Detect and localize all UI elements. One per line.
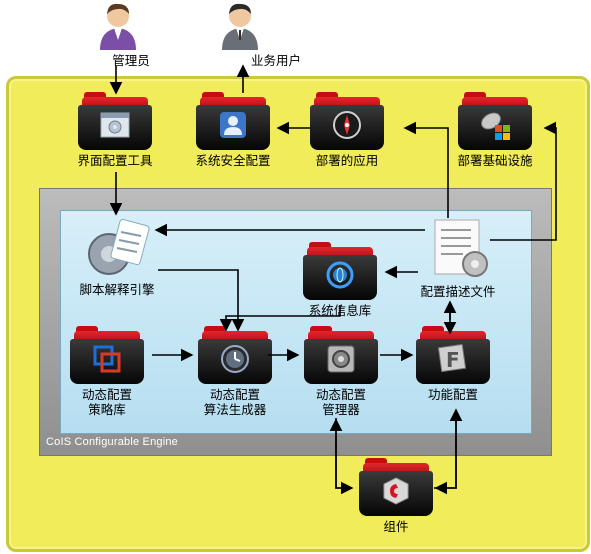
feature-config-label: 功能配置 <box>427 387 478 402</box>
document-gear-icon <box>434 219 488 277</box>
engine-label: CoIS Configurable Engine <box>46 436 178 448</box>
deploy-infra-node: 部署基础设施 <box>450 92 540 168</box>
admin-person-icon <box>98 0 138 50</box>
dynamic-manager-label-1: 动态配置 <box>315 387 366 402</box>
font-f-icon: F <box>437 343 467 373</box>
arrow-info-db-to-algorithm <box>219 305 341 332</box>
settings-panel-icon <box>327 345 355 373</box>
gear-document-icon <box>88 218 150 275</box>
folder-icon <box>310 92 384 150</box>
security-config-label: 系统安全配置 <box>195 153 271 168</box>
folder-icon: F <box>416 326 490 384</box>
component-node: 组件 <box>351 458 441 534</box>
arrow-manager-to-component <box>335 418 354 495</box>
business-user-actor: 业务用户 <box>236 50 316 69</box>
dynamic-manager-label-2: 管理器 <box>322 402 360 417</box>
dynamic-strategy-db-label-2: 策略库 <box>88 402 126 417</box>
red-cube-icon <box>383 477 409 505</box>
system-info-db-node: 系统信息库 <box>295 242 385 318</box>
admin-label: 管理员 <box>112 53 150 68</box>
svg-text:F: F <box>446 348 460 372</box>
script-engine-node: 脚本解释引擎 <box>72 218 162 297</box>
compass-icon <box>333 111 361 139</box>
user-lock-icon <box>220 112 246 138</box>
feature-config-node: F 功能配置 <box>408 326 498 402</box>
deployed-app-label: 部署的应用 <box>315 153 379 168</box>
folder-icon <box>458 92 532 150</box>
config-desc-file-label: 配置描述文件 <box>420 284 496 299</box>
admin-actor: 管理员 <box>96 50 166 69</box>
vmware-icon <box>93 345 121 373</box>
dynamic-strategy-db-node: 动态配置 策略库 <box>62 326 152 417</box>
business-user-label: 业务用户 <box>250 53 301 68</box>
component-label: 组件 <box>383 519 409 534</box>
deployed-app-node: 部署的应用 <box>302 92 392 168</box>
folder-icon <box>304 326 378 384</box>
ui-config-tool-node: 界面配置工具 <box>70 92 160 168</box>
folder-icon <box>78 92 152 150</box>
arrow-config-file-to-infra <box>490 121 557 241</box>
dynamic-strategy-db-label-1: 动态配置 <box>81 387 132 402</box>
folder-icon <box>70 326 144 384</box>
security-config-node: 系统安全配置 <box>188 92 278 168</box>
arrow-feature-to-component <box>434 420 457 495</box>
arrow-config-file-to-app <box>403 121 449 218</box>
dynamic-algorithm-gen-label-2: 算法生成器 <box>203 402 267 417</box>
ui-config-tool-label: 界面配置工具 <box>77 153 153 168</box>
business-user-person-icon <box>220 0 260 50</box>
arrow-script-to-algorithm <box>158 269 245 332</box>
config-desc-file-node: 配置描述文件 <box>408 218 508 299</box>
arrow-component-to-manager <box>329 418 352 489</box>
folder-icon <box>359 458 433 516</box>
folder-icon <box>196 92 270 150</box>
deploy-infra-label: 部署基础设施 <box>457 153 533 168</box>
dynamic-manager-node: 动态配置 管理器 <box>296 326 386 417</box>
dynamic-algorithm-gen-label-1: 动态配置 <box>209 387 260 402</box>
satellite-windows-icon <box>481 112 510 140</box>
folder-icon <box>198 326 272 384</box>
arrow-component-to-feature <box>434 408 463 489</box>
folder-icon <box>303 242 377 300</box>
dynamic-algorithm-gen-node: 动态配置 算法生成器 <box>190 326 280 417</box>
window-gear-icon <box>100 112 130 138</box>
script-engine-label: 脚本解释引擎 <box>79 282 155 297</box>
globe-sync-icon <box>326 261 354 289</box>
clock-backup-icon <box>221 345 249 373</box>
